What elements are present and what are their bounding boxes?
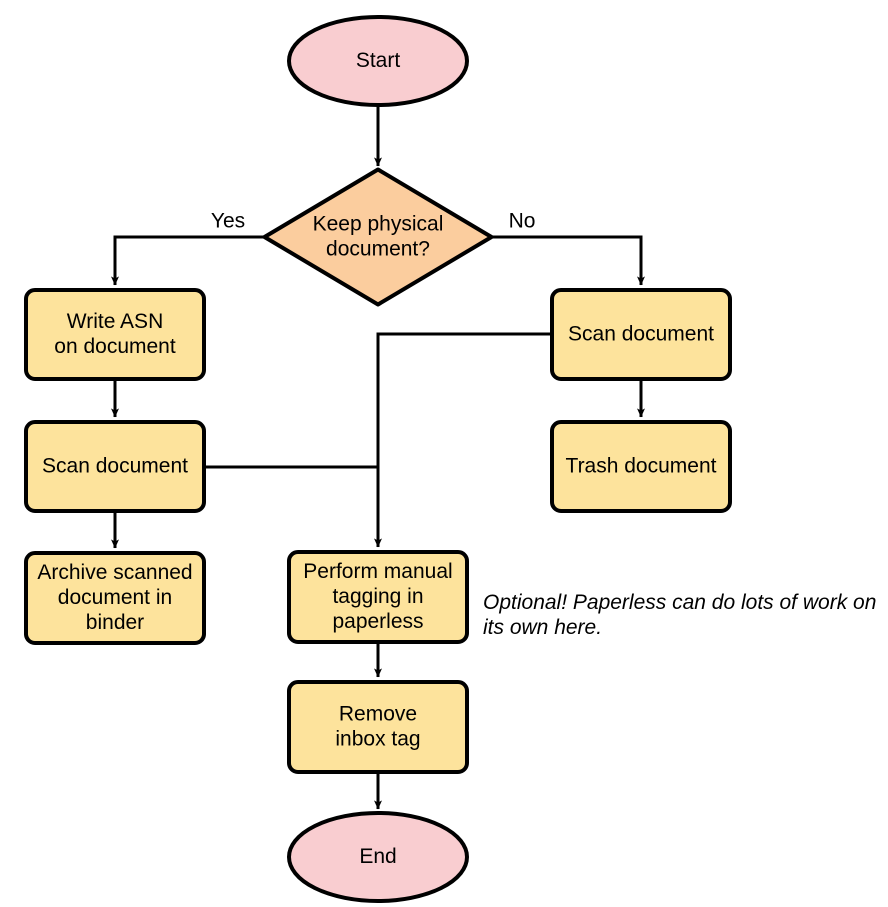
terminator-shape [287,811,469,903]
edge-decision-no [492,235,645,286]
edge-labels-layer: Yes No [211,210,536,233]
note-optional-note: Optional! Paperless can do lots of work … [483,591,876,639]
edge-decision-yes [111,235,265,286]
node-label: End [359,845,396,868]
notes-layer: Optional! Paperless can do lots of work … [483,591,876,639]
node-scan-left[interactable]: Scan document [24,420,206,513]
node-label: Scan document [568,322,714,345]
edge-scan-right-to-tagging [374,332,552,548]
process-shape [24,551,206,645]
process-shape [287,680,469,774]
edges-layer [111,105,645,810]
process-shape [550,288,732,381]
edge-label-label-no: No [509,210,536,233]
decision-shape [262,167,494,307]
process-shape [24,288,206,381]
node-trash[interactable]: Trash document [550,420,732,513]
node-label: Scan document [42,454,188,477]
process-shape [550,420,732,513]
node-end[interactable]: End [287,811,469,903]
node-label: Trash document [566,454,717,477]
node-start[interactable]: Start [287,15,469,107]
edge-label-label-yes: Yes [211,210,245,233]
process-shape [287,550,469,644]
node-scan-right[interactable]: Scan document [550,288,732,381]
process-shape [24,420,206,513]
terminator-shape [287,15,469,107]
node-label: Start [356,49,401,72]
